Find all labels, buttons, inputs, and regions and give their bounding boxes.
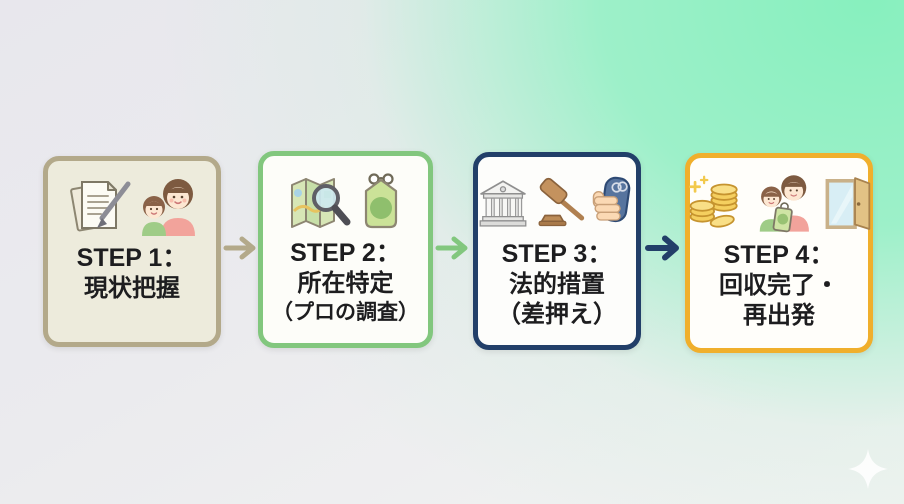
step-3-icons xyxy=(476,168,638,232)
step-card-2: STEP 2： 所在特定 （プロの調査） xyxy=(258,151,433,348)
step-3-text: 法的措置 xyxy=(509,270,605,298)
map-magnifier-icon xyxy=(291,178,351,228)
step-1-icons xyxy=(66,172,199,236)
arrow-right-icon xyxy=(644,233,684,263)
step-card-4: STEP 4： 回収完了・ 再出発 xyxy=(685,153,873,353)
step-3-label: STEP 3： xyxy=(501,240,613,268)
arrow-right-icon xyxy=(434,234,472,262)
step-2-icons xyxy=(286,167,405,231)
step-4-subtext: 再出発 xyxy=(743,302,815,330)
courthouse-icon xyxy=(479,180,527,227)
step-2-label: STEP 2： xyxy=(290,239,401,267)
arrow-right-icon xyxy=(222,234,260,262)
step-card-1: STEP 1： 現状把握 xyxy=(43,156,221,347)
step-2-text: 所在特定 xyxy=(297,269,394,297)
gavel-icon xyxy=(538,177,585,227)
coins-icon xyxy=(689,175,738,228)
four-point-star-icon xyxy=(846,447,890,496)
step-4-label: STEP 4： xyxy=(723,241,835,269)
step-3-subtext: （差押え） xyxy=(497,301,617,329)
step-2-subtext: （プロの調査） xyxy=(272,301,419,325)
family-charm-icon xyxy=(759,175,809,233)
step-1-text: 現状把握 xyxy=(84,274,180,302)
omamori-icon xyxy=(364,173,398,229)
step-4-icons xyxy=(686,169,872,233)
door-icon xyxy=(825,177,871,230)
step-4-text: 回収完了・ xyxy=(719,271,839,299)
parent-child-icon xyxy=(141,179,195,236)
hand-wallet-icon xyxy=(592,176,631,223)
documents-pen-icon xyxy=(69,181,130,232)
step-1-label: STEP 1： xyxy=(76,244,188,272)
step-card-3: STEP 3： 法的措置 （差押え） xyxy=(473,152,641,350)
